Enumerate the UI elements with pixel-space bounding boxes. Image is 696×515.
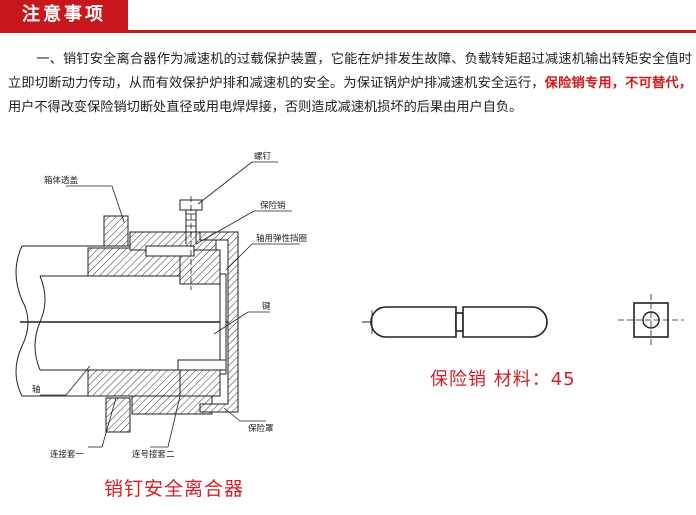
label-sleeve-two: 连号接套二 — [132, 449, 175, 460]
label-shaft: 轴 — [32, 384, 41, 395]
clutch-caption: 销钉安全离合器 — [104, 478, 245, 500]
header-divider — [0, 30, 696, 33]
label-safety-pin: 保险销 — [260, 200, 286, 211]
notice-text-part2: 用户不得改变保险销切断处直径或用电焊焊接，否则造成减速机损坏的后果由用户自负。 — [8, 100, 523, 115]
label-key: 键 — [262, 301, 271, 312]
safety-pin-caption: 保险销 材料：45 — [430, 369, 576, 390]
notice-text-part1: 一、销钉安全离合器作为减速机的过载保护装置，它能在炉排发生故障、负载转矩超过减速… — [8, 52, 692, 91]
label-safety-cover: 保险罩 — [248, 423, 274, 434]
housing-cover-top — [103, 215, 129, 247]
housing-cover-bottom — [105, 397, 131, 433]
label-screw: 螺钉 — [254, 151, 272, 162]
header-title: 注意事项 — [0, 0, 128, 30]
label-sleeve-one: 连接套一 — [50, 449, 85, 460]
safety-pin-drawing — [362, 306, 548, 338]
notice-highlight: 保险销专用，不可替代， — [544, 76, 693, 91]
safety-cover — [199, 231, 239, 413]
key-top — [145, 245, 195, 257]
sleeve-one-bottom — [87, 369, 181, 397]
label-shaft-ring: 轴用弹性挡圈 — [256, 233, 307, 244]
key-bottom — [177, 359, 227, 371]
safety-pin-end-view — [618, 294, 684, 346]
notice-paragraph: 一、销钉安全离合器作为减速机的过载保护装置，它能在炉排发生故障、负载转矩超过减速… — [8, 48, 692, 120]
header-bar: 注意事项 — [0, 0, 696, 34]
label-housing-cover: 箱体透盖 — [44, 175, 79, 186]
